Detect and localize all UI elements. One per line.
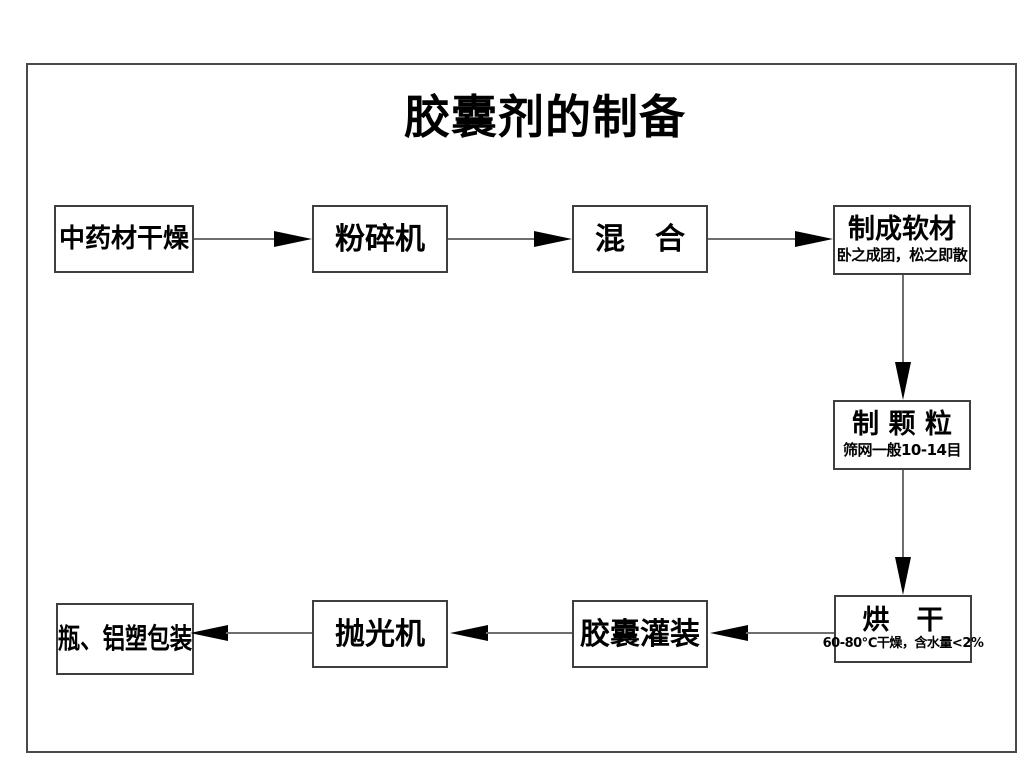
flow-node-herb-drying: 中药材干燥 (54, 205, 194, 273)
flow-node-packaging: 瓶、铝塑包装 (56, 603, 194, 675)
arrow-line (902, 470, 904, 559)
arrow-line (226, 632, 312, 634)
flow-node-mixing: 混 合 (572, 205, 708, 273)
node-label: 制 颗 粒 (852, 409, 952, 441)
flow-node-crusher: 粉碎机 (312, 205, 448, 273)
node-label: 中药材干燥 (58, 223, 189, 254)
arrowhead-right-icon (274, 231, 312, 247)
node-label: 抛光机 (335, 616, 425, 652)
diagram-title: 胶囊剂的制备 (404, 90, 686, 144)
node-label: 制成软材 (848, 214, 956, 246)
arrowhead-left-icon (450, 625, 488, 641)
node-label: 混 合 (595, 221, 685, 257)
arrowhead-down-icon (895, 557, 911, 595)
node-label: 瓶、铝塑包装 (57, 621, 193, 655)
arrowhead-right-icon (534, 231, 572, 247)
arrow-line (708, 238, 797, 240)
node-sublabel: 卧之成团，松之即散 (836, 245, 968, 264)
arrowhead-down-icon (895, 362, 911, 400)
node-sublabel: 60-80℃干燥，含水量<2% (822, 636, 984, 652)
node-label: 烘 干 (862, 604, 944, 636)
arrow-line (746, 632, 834, 634)
flow-node-capsule-filling: 胶囊灌装 (572, 600, 708, 668)
flow-node-soft-material: 制成软材 卧之成团，松之即散 (833, 205, 971, 275)
flow-node-granulation: 制 颗 粒 筛网一般10-14目 (833, 400, 971, 470)
arrow-line (448, 238, 536, 240)
arrowhead-left-icon (190, 625, 228, 641)
arrow-line (902, 275, 904, 364)
node-label: 粉碎机 (335, 221, 425, 257)
flow-node-polishing-machine: 抛光机 (312, 600, 448, 668)
flow-node-oven-drying: 烘 干 60-80℃干燥，含水量<2% (823, 595, 984, 663)
arrow-line (486, 632, 572, 634)
arrowhead-right-icon (795, 231, 833, 247)
node-sublabel: 筛网一般10-14目 (843, 440, 961, 459)
arrow-line (194, 238, 278, 240)
arrowhead-left-icon (710, 625, 748, 641)
node-label: 胶囊灌装 (580, 616, 700, 652)
